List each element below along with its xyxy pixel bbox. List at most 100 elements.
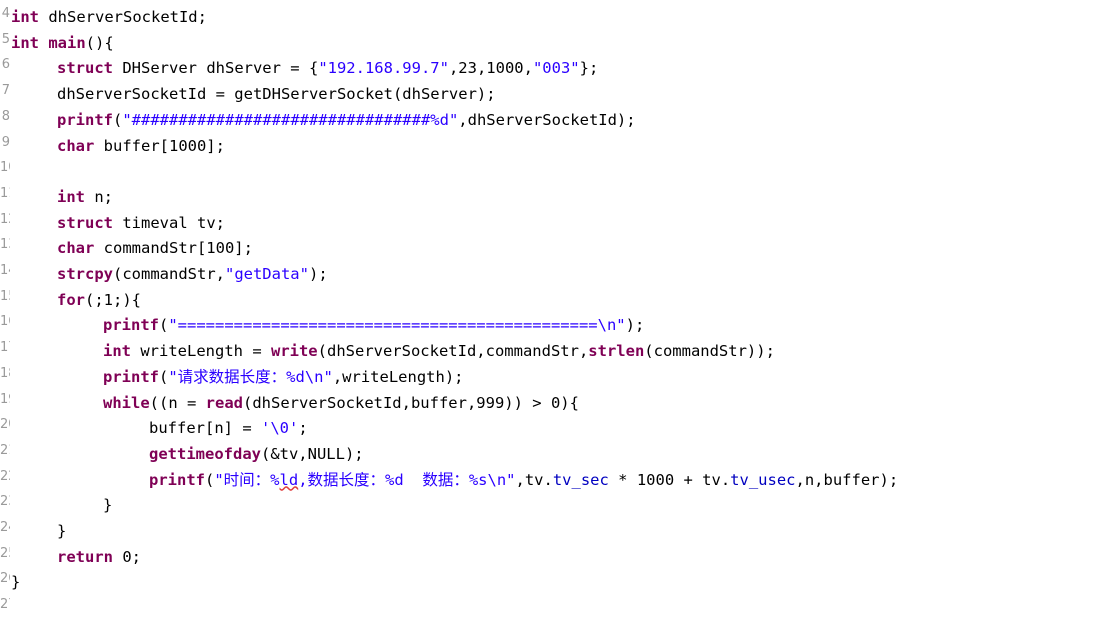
line-number: 6 — [1, 57, 10, 73]
code-line[interactable]: 16 printf("==============================… — [0, 312, 1107, 338]
code-token: ( — [159, 316, 169, 335]
code-token: }; — [579, 59, 599, 78]
code-line[interactable]: 23} — [0, 492, 1107, 518]
code-token: commandStr[100]; — [94, 239, 253, 258]
keyword-token: struct — [57, 213, 113, 232]
code-text: printf("================================… — [103, 312, 644, 338]
code-line[interactable]: 25return 0; — [0, 544, 1107, 570]
code-text: int dhServerSocketId; — [11, 4, 207, 30]
string-token: "请求数据长度：%d\n" — [168, 367, 333, 386]
code-text: } — [57, 518, 66, 544]
code-token: ,writeLength); — [332, 367, 464, 386]
code-token: ); — [625, 316, 645, 335]
code-line[interactable]: 22 printf("时间：%ld,数据长度：%d 数据：%s\n",tv.tv_… — [0, 467, 1107, 493]
string-token: "################################%d" — [122, 110, 459, 129]
code-line[interactable]: 6 struct DHServer dhServer = {"192.168.99… — [0, 55, 1107, 81]
line-number: 22 — [0, 468, 10, 484]
field-token: tv_sec — [552, 470, 609, 489]
line-number: 13 — [0, 237, 10, 253]
code-token: } — [103, 496, 113, 515]
code-token: ,tv. — [515, 470, 553, 489]
keyword-token: char — [57, 136, 95, 155]
code-line[interactable]: 11 int n; — [0, 184, 1107, 210]
code-text: strcpy(commandStr,"getData"); — [57, 261, 328, 287]
code-line[interactable]: 24} — [0, 518, 1107, 544]
keyword-token: return — [57, 547, 113, 566]
code-token: ); — [308, 265, 328, 283]
string-token: "=======================================… — [168, 316, 626, 335]
code-token: } — [11, 573, 21, 592]
keyword-token: read — [205, 393, 243, 412]
string-token: "192.168.99.7" — [318, 59, 449, 78]
code-token: n; — [85, 187, 113, 206]
line-number: 15 — [0, 288, 10, 304]
code-text: char commandStr[100]; — [57, 235, 253, 261]
string-token: '\0' — [260, 419, 299, 438]
string-token: "时间：% — [214, 470, 280, 489]
keyword-token: int — [57, 187, 85, 206]
keyword-token: printf — [103, 367, 159, 386]
string-token: ld — [279, 470, 299, 489]
code-line[interactable]: 15 for(;1;){ — [0, 287, 1107, 313]
keyword-token: gettimeofday — [149, 444, 261, 463]
code-line[interactable]: 19while((n = read(dhServerSocketId,buffe… — [0, 390, 1107, 416]
code-line[interactable]: 12 struct timeval tv; — [0, 210, 1107, 236]
keyword-token: main — [48, 33, 86, 52]
line-number: 4 — [1, 6, 10, 21]
code-line[interactable]: 26} — [0, 569, 1107, 595]
line-number: 12 — [0, 211, 10, 227]
code-text: for(;1;){ — [57, 287, 141, 313]
code-text: buffer[n] = '\0'; — [149, 415, 308, 441]
line-number: 9 — [1, 134, 10, 150]
code-line[interactable]: 18printf("请求数据长度：%d\n",writeLength); — [0, 364, 1107, 390]
code-token: dhServerSocketId = getDHServerSocket(dhS… — [57, 85, 496, 104]
code-line[interactable]: 14strcpy(commandStr,"getData"); — [0, 261, 1107, 287]
code-text: printf("时间：%ld,数据长度：%d 数据：%s\n",tv.tv_se… — [149, 467, 898, 493]
keyword-token: while — [103, 393, 150, 412]
code-line[interactable]: 20buffer[n] = '\0'; — [0, 415, 1107, 441]
keyword-token: int — [11, 33, 39, 52]
code-token: (;1;){ — [85, 290, 141, 309]
code-token: ,dhServerSocketId); — [458, 110, 636, 129]
keyword-token: printf — [103, 316, 159, 335]
code-text: dhServerSocketId = getDHServerSocket(dhS… — [57, 81, 496, 107]
code-line[interactable]: 9 char buffer[1000]; — [0, 133, 1107, 159]
line-number: 16 — [0, 314, 10, 330]
code-line[interactable]: 27 — [0, 595, 1107, 621]
code-text: while((n = read(dhServerSocketId,buffer,… — [103, 390, 579, 416]
keyword-token: int — [11, 8, 39, 26]
line-number: 8 — [1, 108, 10, 124]
code-line[interactable]: 21gettimeofday(&tv,NULL); — [0, 441, 1107, 467]
code-token: ( — [159, 367, 169, 386]
code-token: * 1000 + tv. — [608, 470, 731, 489]
code-line[interactable]: 17int writeLength = write(dhServerSocket… — [0, 338, 1107, 364]
line-number: 27 — [0, 597, 10, 613]
code-line[interactable]: 8 printf("###############################… — [0, 107, 1107, 133]
keyword-token: struct — [57, 59, 113, 78]
line-number: 23 — [0, 494, 10, 510]
code-token: timeval tv; — [113, 213, 225, 232]
code-text: int writeLength = write(dhServerSocketId… — [103, 338, 775, 364]
line-number: 10 — [0, 160, 10, 176]
code-text: char buffer[1000]; — [57, 133, 225, 159]
code-text: int n; — [57, 184, 113, 210]
keyword-token: printf — [149, 470, 205, 489]
line-number: 25 — [0, 545, 10, 561]
code-token: DHServer dhServer = { — [113, 59, 319, 78]
code-text: printf("请求数据长度：%d\n",writeLength); — [103, 364, 464, 390]
keyword-token: char — [57, 239, 95, 258]
code-line[interactable]: 13 char commandStr[100]; — [0, 235, 1107, 261]
string-token: "003" — [532, 59, 580, 78]
code-text: printf("################################… — [57, 107, 636, 133]
code-line[interactable]: 10 — [0, 158, 1107, 184]
code-token: (commandStr, — [113, 265, 225, 283]
line-number: 26 — [0, 571, 10, 587]
code-token: ,n,buffer); — [795, 470, 899, 489]
line-number: 11 — [0, 185, 10, 201]
string-token: ,数据长度：%d 数据：%s\n" — [298, 470, 516, 489]
code-text: struct timeval tv; — [57, 210, 225, 236]
